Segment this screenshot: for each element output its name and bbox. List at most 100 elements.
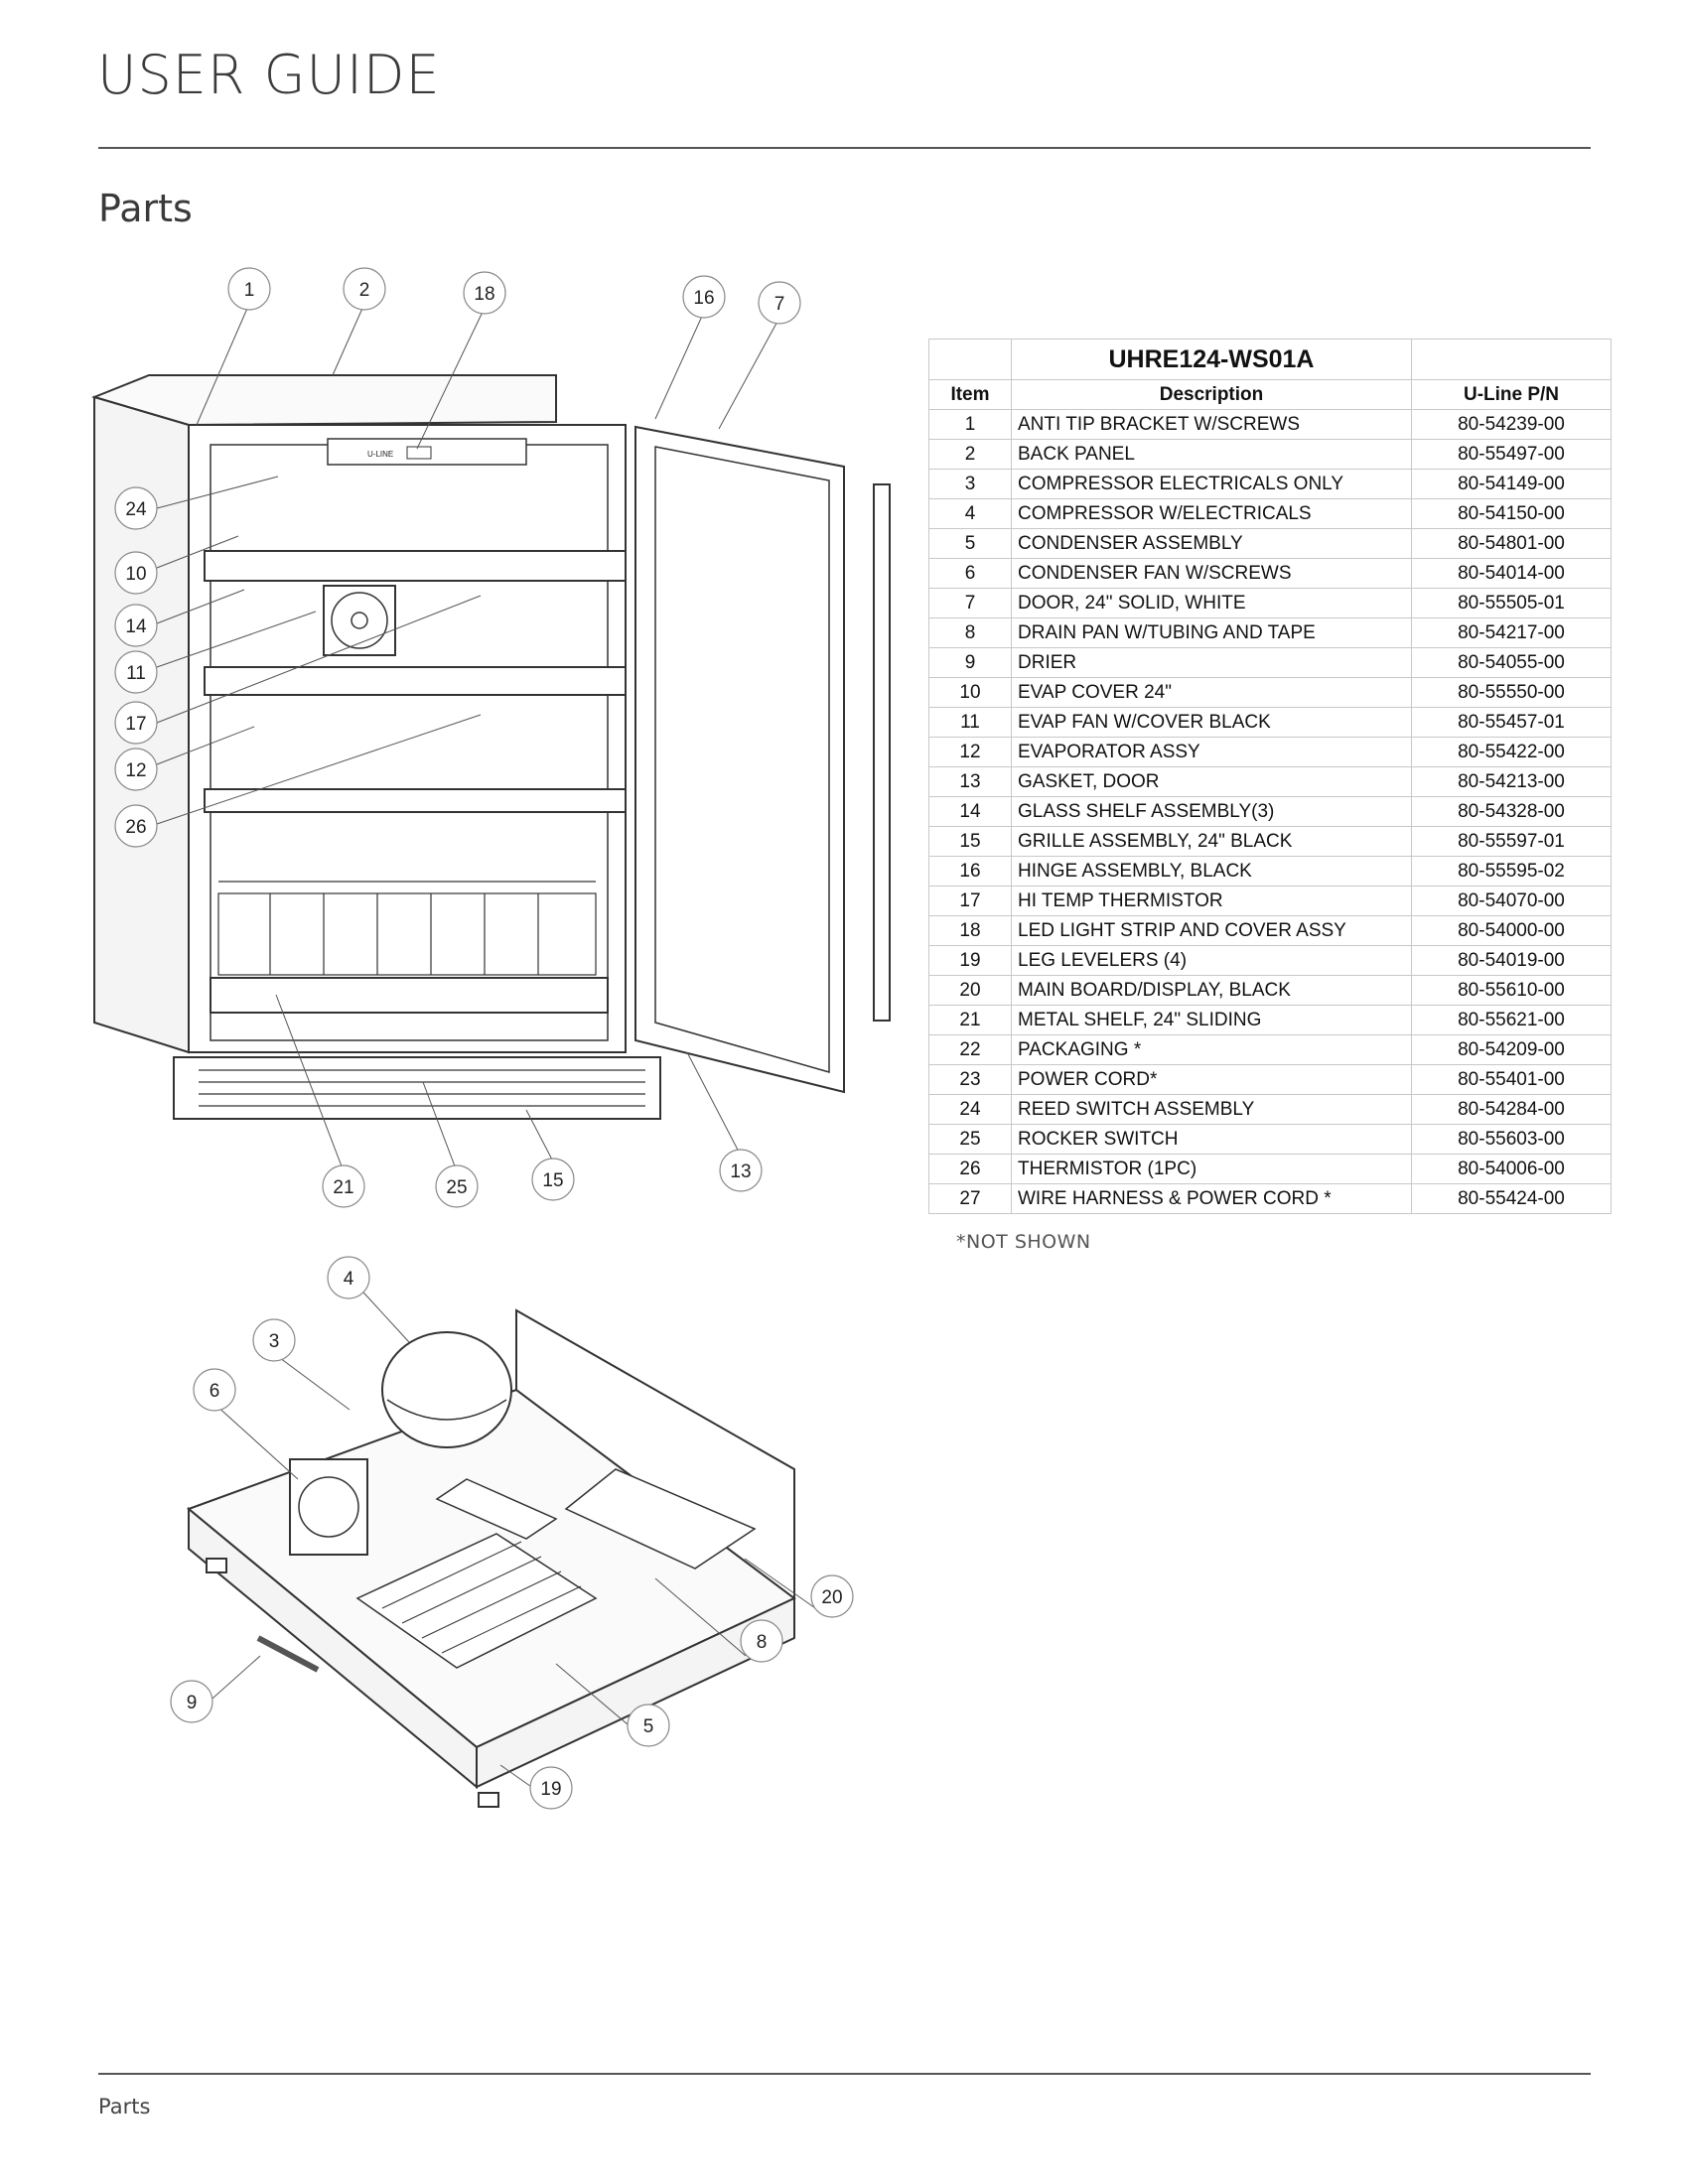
item-number: 23 bbox=[928, 1064, 1012, 1095]
part-number: 80-55597-01 bbox=[1411, 826, 1612, 857]
part-description: ANTI TIP BRACKET W/SCREWS bbox=[1011, 409, 1412, 440]
callout-4: 4 bbox=[344, 1269, 354, 1290]
part-description: THERMISTOR (1PC) bbox=[1011, 1154, 1412, 1184]
part-number: 80-55401-00 bbox=[1411, 1064, 1612, 1095]
part-description: METAL SHELF, 24" SLIDING bbox=[1011, 1005, 1412, 1035]
not-shown-note: *NOT SHOWN bbox=[956, 1231, 1091, 1253]
item-number: 11 bbox=[928, 707, 1012, 738]
item-number: 15 bbox=[928, 826, 1012, 857]
callout-21: 21 bbox=[333, 1177, 353, 1198]
item-number: 4 bbox=[928, 498, 1012, 529]
part-number: 80-54801-00 bbox=[1411, 528, 1612, 559]
part-description: GRILLE ASSEMBLY, 24" BLACK bbox=[1011, 826, 1412, 857]
document-title: USER GUIDE bbox=[97, 44, 441, 106]
part-number: 80-55422-00 bbox=[1411, 737, 1612, 767]
part-number: 80-54055-00 bbox=[1411, 647, 1612, 678]
item-number: 16 bbox=[928, 856, 1012, 887]
callout-7: 7 bbox=[774, 294, 785, 315]
callout-16: 16 bbox=[693, 288, 714, 309]
part-description: WIRE HARNESS & POWER CORD * bbox=[1011, 1183, 1412, 1214]
item-number: 22 bbox=[928, 1034, 1012, 1065]
part-number: 80-54000-00 bbox=[1411, 915, 1612, 946]
item-number: 13 bbox=[928, 766, 1012, 797]
model-number: UHRE124-WS01A bbox=[1011, 339, 1412, 380]
parts-table: UHRE124-WS01A Item Description U-Line P/… bbox=[928, 339, 1612, 1214]
part-number: 80-54217-00 bbox=[1411, 617, 1612, 648]
callout-14: 14 bbox=[125, 616, 147, 637]
callout-18: 18 bbox=[474, 284, 494, 305]
callout-10: 10 bbox=[125, 564, 146, 585]
callout-9: 9 bbox=[187, 1693, 198, 1713]
part-description: REED SWITCH ASSEMBLY bbox=[1011, 1094, 1412, 1125]
item-number: 1 bbox=[928, 409, 1012, 440]
part-number: 80-54328-00 bbox=[1411, 796, 1612, 827]
callout-19: 19 bbox=[540, 1779, 561, 1800]
part-number: 80-54213-00 bbox=[1411, 766, 1612, 797]
callout-15: 15 bbox=[542, 1170, 563, 1191]
part-description: EVAP FAN W/COVER BLACK bbox=[1011, 707, 1412, 738]
part-number: 80-54150-00 bbox=[1411, 498, 1612, 529]
refrigerator-diagram: U-LINE 1 2 18 16 7 24 10 14 bbox=[90, 267, 891, 1208]
callout-1: 1 bbox=[244, 280, 255, 301]
part-description: CONDENSER ASSEMBLY bbox=[1011, 528, 1412, 559]
item-number: 12 bbox=[928, 737, 1012, 767]
part-number: 80-54006-00 bbox=[1411, 1154, 1612, 1184]
item-number: 17 bbox=[928, 886, 1012, 916]
part-number: 80-55497-00 bbox=[1411, 439, 1612, 470]
callout-6: 6 bbox=[210, 1381, 220, 1402]
column-header-description: Description bbox=[1011, 379, 1412, 410]
part-description: COMPRESSOR W/ELECTRICALS bbox=[1011, 498, 1412, 529]
item-number: 26 bbox=[928, 1154, 1012, 1184]
part-number: 80-55550-00 bbox=[1411, 677, 1612, 708]
callout-3: 3 bbox=[269, 1331, 280, 1352]
header-divider bbox=[98, 147, 1591, 149]
item-number: 20 bbox=[928, 975, 1012, 1006]
part-number: 80-55621-00 bbox=[1411, 1005, 1612, 1035]
part-number: 80-55505-01 bbox=[1411, 588, 1612, 618]
item-number: 18 bbox=[928, 915, 1012, 946]
item-number: 14 bbox=[928, 796, 1012, 827]
part-number: 80-55603-00 bbox=[1411, 1124, 1612, 1155]
part-description: DRAIN PAN W/TUBING AND TAPE bbox=[1011, 617, 1412, 648]
callout-5: 5 bbox=[643, 1716, 654, 1737]
callout-11: 11 bbox=[126, 663, 146, 684]
part-description: CONDENSER FAN W/SCREWS bbox=[1011, 558, 1412, 589]
item-number: 8 bbox=[928, 617, 1012, 648]
part-description: DOOR, 24" SOLID, WHITE bbox=[1011, 588, 1412, 618]
part-description: GLASS SHELF ASSEMBLY(3) bbox=[1011, 796, 1412, 827]
callout-8: 8 bbox=[757, 1632, 768, 1653]
part-number: 80-54239-00 bbox=[1411, 409, 1612, 440]
part-description: PACKAGING * bbox=[1011, 1034, 1412, 1065]
part-description: HI TEMP THERMISTOR bbox=[1011, 886, 1412, 916]
part-description: POWER CORD* bbox=[1011, 1064, 1412, 1095]
panel-logo: U-LINE bbox=[367, 450, 393, 459]
callout-25: 25 bbox=[446, 1177, 467, 1198]
column-header-item: Item bbox=[928, 379, 1012, 410]
item-number: 10 bbox=[928, 677, 1012, 708]
callout-12: 12 bbox=[125, 760, 146, 781]
item-number: 21 bbox=[928, 1005, 1012, 1035]
section-title: Parts bbox=[98, 187, 193, 230]
item-number: 2 bbox=[928, 439, 1012, 470]
